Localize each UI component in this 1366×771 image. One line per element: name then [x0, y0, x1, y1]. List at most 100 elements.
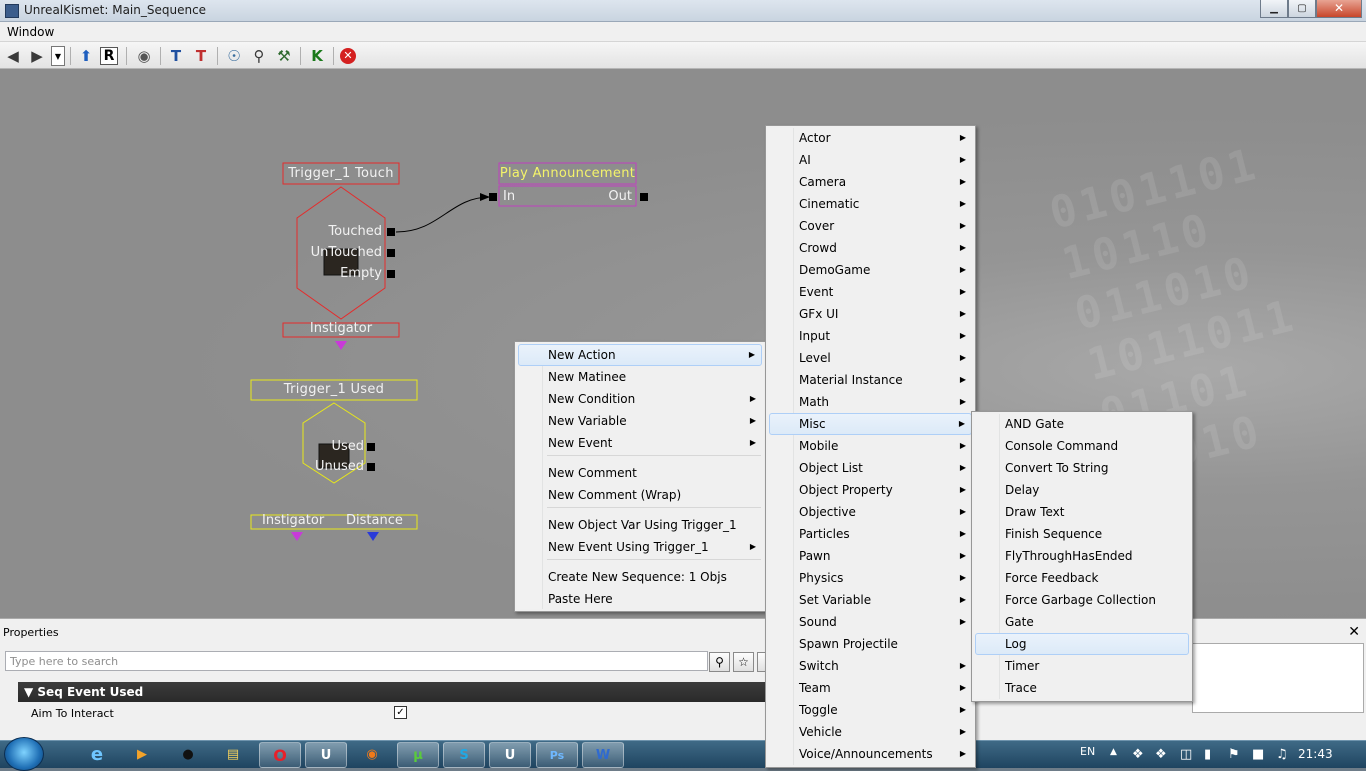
action-category-math[interactable]: Math▶ [769, 391, 972, 413]
eye-icon[interactable]: ◉ [137, 47, 151, 65]
action-category-cover[interactable]: Cover▶ [769, 215, 972, 237]
taskbar-word[interactable]: W [582, 742, 624, 768]
rename-icon[interactable]: R [100, 47, 118, 65]
misc-action-force-feedback[interactable]: Force Feedback [975, 567, 1189, 589]
menu-item-new-event[interactable]: New Event▶ [518, 432, 762, 454]
action-category-object-list[interactable]: Object List▶ [769, 457, 972, 479]
misc-action-draw-text[interactable]: Draw Text [975, 501, 1189, 523]
star-icon[interactable]: ☆ [733, 652, 754, 672]
breakpoint-clear-icon[interactable]: T [195, 47, 207, 65]
close-window-button[interactable]: ✕ [1316, 0, 1362, 18]
action-category-level[interactable]: Level▶ [769, 347, 972, 369]
taskbar-opera[interactable]: O [259, 742, 301, 768]
bulb-icon[interactable]: ☉ [227, 47, 241, 65]
action-category-mobile[interactable]: Mobile▶ [769, 435, 972, 457]
taskbar-unreal-1[interactable]: U [305, 742, 347, 768]
misc-action-trace[interactable]: Trace [975, 677, 1189, 699]
clock[interactable]: 21:43 [1298, 747, 1333, 761]
announce-body-box[interactable] [498, 185, 637, 207]
out-connector[interactable] [640, 193, 648, 201]
tray-power-icon[interactable]: ▮ [1204, 747, 1212, 762]
trigger-touch-hexagon[interactable] [296, 186, 386, 320]
taskbar-photoshop[interactable]: Ps [536, 742, 578, 768]
taskbar-explorer[interactable]: ▤ [226, 747, 240, 762]
misc-action-convert-to-string[interactable]: Convert To String [975, 457, 1189, 479]
forward-arrow-icon[interactable]: ▶ [31, 47, 43, 65]
language-indicator[interactable]: EN [1080, 745, 1096, 758]
action-category-toggle[interactable]: Toggle▶ [769, 699, 972, 721]
misc-action-flythroughhasended[interactable]: FlyThroughHasEnded [975, 545, 1189, 567]
action-category-event[interactable]: Event▶ [769, 281, 972, 303]
flag-icon[interactable]: ⚑ [1228, 747, 1240, 762]
action-category-crowd[interactable]: Crowd▶ [769, 237, 972, 259]
stop-icon[interactable]: ✕ [340, 48, 356, 64]
action-category-misc[interactable]: Misc▶ [769, 413, 972, 435]
menu-item-new-comment-wrap[interactable]: New Comment (Wrap) [518, 484, 762, 506]
category-seq-event-used[interactable]: ▼ Seq Event Used [18, 682, 778, 702]
taskbar-media-player[interactable]: ▶ [137, 747, 147, 762]
misc-action-gate[interactable]: Gate [975, 611, 1189, 633]
show-hidden-icons[interactable]: ▲ [1110, 747, 1117, 757]
misc-action-log[interactable]: Log [975, 633, 1189, 655]
taskbar-unreal-2[interactable]: U [489, 742, 531, 768]
instigator-var-connector[interactable] [335, 341, 347, 350]
menu-item-paste-here[interactable]: Paste Here [518, 588, 762, 610]
action-category-particles[interactable]: Particles▶ [769, 523, 972, 545]
touched-connector[interactable] [387, 228, 395, 236]
properties-close-button[interactable]: ✕ [1348, 624, 1360, 640]
taskbar-firefox[interactable]: ◉ [366, 747, 378, 762]
action-category-object-property[interactable]: Object Property▶ [769, 479, 972, 501]
tray-device-icon[interactable]: ◫ [1180, 747, 1193, 762]
unused-connector[interactable] [367, 463, 375, 471]
menu-item-new-event-using-trigger-1[interactable]: New Event Using Trigger_1▶ [518, 536, 762, 558]
taskbar-utorrent[interactable]: μ [397, 742, 439, 768]
action-category-voice-announcements[interactable]: Voice/Announcements▶ [769, 743, 972, 765]
action-category-set-variable[interactable]: Set Variable▶ [769, 589, 972, 611]
volume-icon[interactable]: ♫ [1276, 747, 1288, 762]
action-category-team[interactable]: Team▶ [769, 677, 972, 699]
menu-item-new-object-var-using-trigger-1[interactable]: New Object Var Using Trigger_1 [518, 514, 762, 536]
zoom-icon[interactable]: ⚲ [253, 47, 265, 65]
aim-to-interact-checkbox[interactable]: ✓ [394, 706, 407, 719]
misc-action-force-garbage-collection[interactable]: Force Garbage Collection [975, 589, 1189, 611]
menu-item-new-comment[interactable]: New Comment [518, 462, 762, 484]
action-category-sound[interactable]: Sound▶ [769, 611, 972, 633]
misc-action-and-gate[interactable]: AND Gate [975, 413, 1189, 435]
action-category-cinematic[interactable]: Cinematic▶ [769, 193, 972, 215]
action-category-objective[interactable]: Objective▶ [769, 501, 972, 523]
menu-item-new-condition[interactable]: New Condition▶ [518, 388, 762, 410]
action-category-material-instance[interactable]: Material Instance▶ [769, 369, 972, 391]
menu-item-create-new-sequence-1-objs[interactable]: Create New Sequence: 1 Objs [518, 566, 762, 588]
action-category-input[interactable]: Input▶ [769, 325, 972, 347]
taskbar-skype[interactable]: S [443, 742, 485, 768]
misc-action-console-command[interactable]: Console Command [975, 435, 1189, 457]
action-category-camera[interactable]: Camera▶ [769, 171, 972, 193]
parent-sequence-icon[interactable]: ⬆ [79, 47, 93, 65]
start-button[interactable] [4, 737, 44, 771]
tray-app-icon[interactable]: ❖ [1155, 747, 1167, 762]
used-connector[interactable] [367, 443, 375, 451]
menu-item-new-matinee[interactable]: New Matinee [518, 366, 762, 388]
breakpoint-icon[interactable]: T [170, 47, 182, 65]
action-category-demogame[interactable]: DemoGame▶ [769, 259, 972, 281]
misc-action-finish-sequence[interactable]: Finish Sequence [975, 523, 1189, 545]
maximize-button[interactable]: ▢ [1288, 0, 1316, 18]
search-icon[interactable]: ⚲ [709, 652, 730, 672]
link-touched-to-in[interactable] [395, 196, 491, 233]
action-category-vehicle[interactable]: Vehicle▶ [769, 721, 972, 743]
tray-app-icon[interactable]: ❖ [1132, 747, 1144, 762]
action-category-actor[interactable]: Actor▶ [769, 127, 972, 149]
k-icon[interactable]: K [311, 47, 323, 65]
properties-search-input[interactable]: Type here to search [5, 651, 708, 671]
action-category-gfx-ui[interactable]: GFx UI▶ [769, 303, 972, 325]
wrench-icon[interactable]: ⚒ [277, 47, 291, 65]
back-arrow-icon[interactable]: ◀ [7, 47, 19, 65]
in-connector[interactable] [489, 193, 497, 201]
menu-item-new-action[interactable]: New Action▶ [518, 344, 762, 366]
action-category-ai[interactable]: AI▶ [769, 149, 972, 171]
misc-action-timer[interactable]: Timer [975, 655, 1189, 677]
misc-action-delay[interactable]: Delay [975, 479, 1189, 501]
instigator-var-connector[interactable] [291, 532, 303, 541]
empty-connector[interactable] [387, 270, 395, 278]
trigger-used-hexagon[interactable] [302, 402, 366, 484]
